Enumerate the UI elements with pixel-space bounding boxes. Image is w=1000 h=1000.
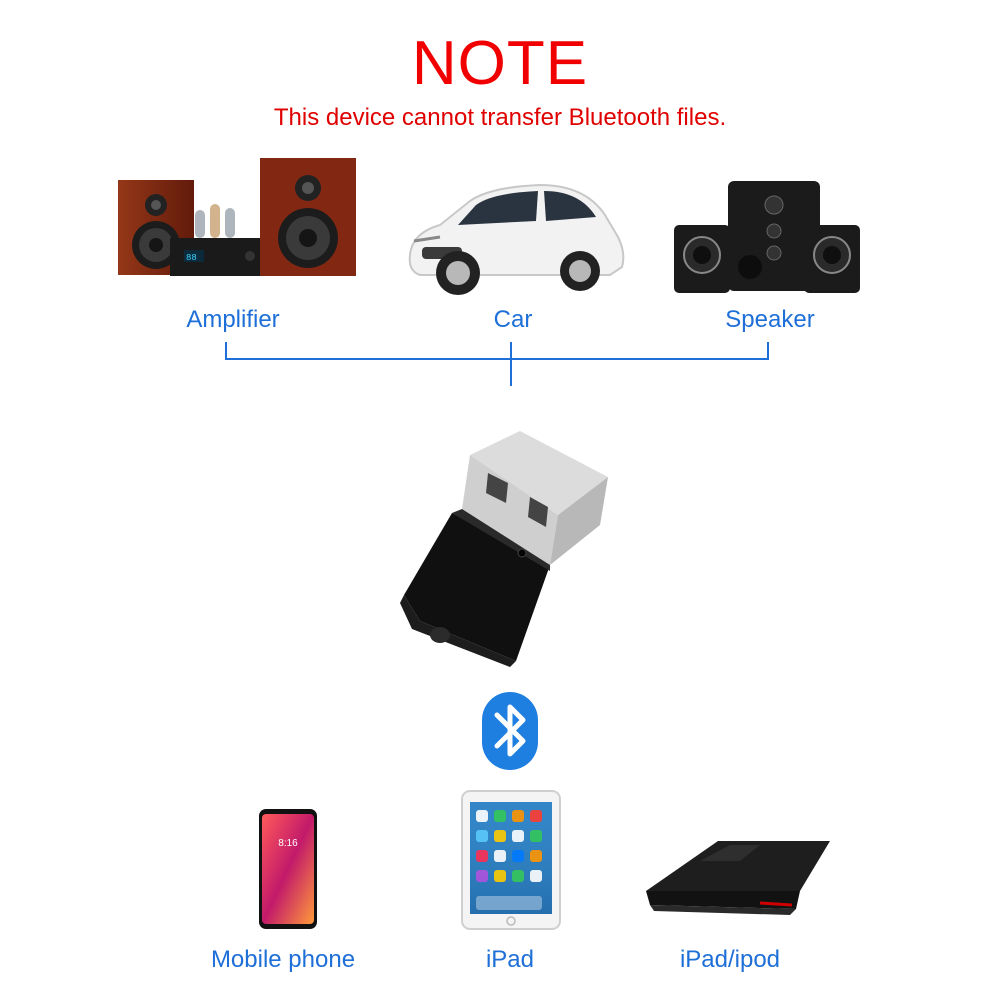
speaker-label: Speaker [725, 306, 815, 333]
svg-text:88: 88 [186, 253, 197, 263]
note-title: NOTE [411, 29, 589, 98]
usb-bluetooth-adapter-icon [390, 425, 620, 675]
bluetooth-icon [480, 690, 540, 772]
car-icon [400, 175, 630, 300]
mobile-phone-label: Mobile phone [210, 946, 356, 973]
ipad-ipod-label: iPad/ipod [679, 946, 781, 973]
mobile-phone-icon: 8:16 [258, 808, 318, 930]
ipad-icon [461, 790, 561, 930]
amplifier-icon: 88 [110, 150, 360, 280]
ipad-label: iPad [485, 946, 535, 973]
svg-text:8:16: 8:16 [278, 838, 298, 849]
amplifier-label: Amplifier [186, 306, 280, 333]
note-subtitle: This device cannot transfer Bluetooth fi… [273, 104, 727, 131]
connector-lines [0, 0, 1000, 400]
laptop-icon [640, 835, 840, 920]
speaker-icon [670, 175, 865, 300]
car-label: Car [493, 306, 533, 333]
